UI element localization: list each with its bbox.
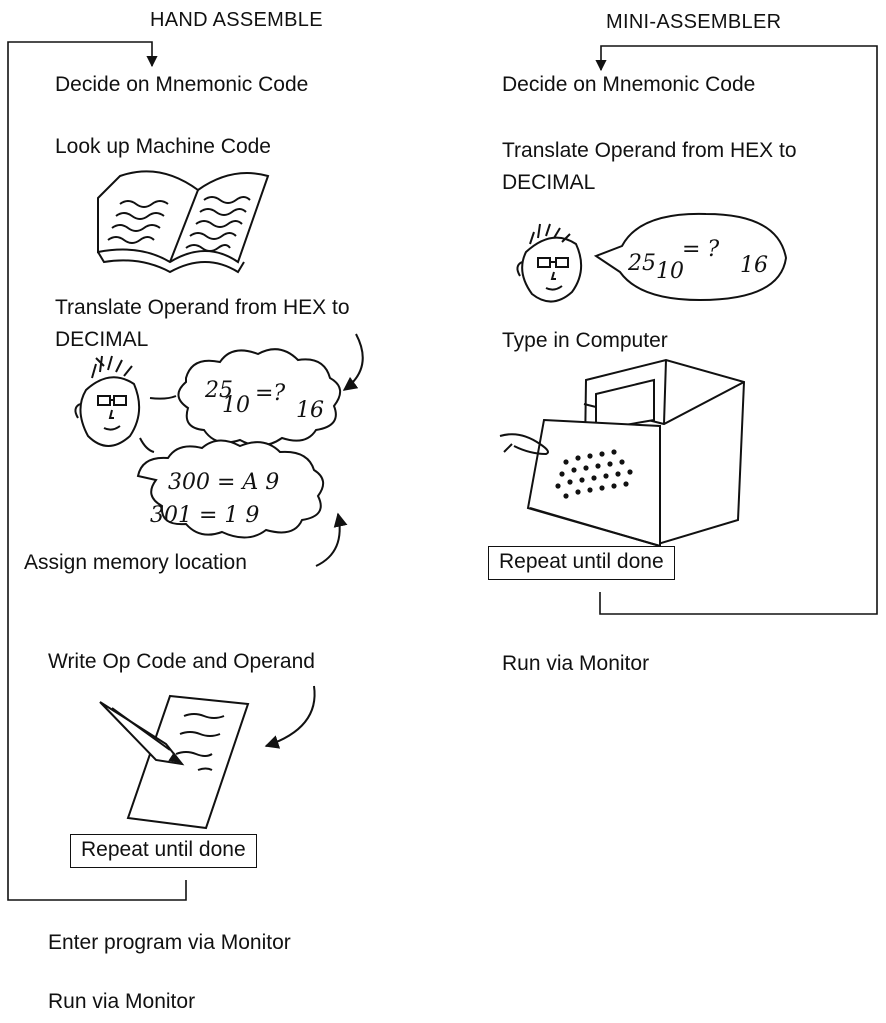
thought-cloud-icon: 25 10 =? 16 — [149, 348, 341, 447]
hand-step-write: Write Op Code and Operand — [48, 650, 315, 673]
curved-arrow-icon — [264, 685, 316, 749]
mini-after-run: Run via Monitor — [502, 652, 650, 675]
hand-step-assign: Assign memory location — [24, 551, 247, 574]
cloud-equation-sub-left: 10 — [222, 393, 250, 418]
cloud-equation-base: 25 — [204, 378, 233, 403]
computer-terminal-icon — [526, 358, 746, 548]
memory-cloud-icon: 300 = A 9 301 = 1 9 — [136, 437, 325, 539]
curved-arrow-icon — [342, 333, 364, 391]
hand-assemble-header: HAND ASSEMBLE — [150, 9, 323, 31]
mini-repeat-box: Repeat until done — [488, 546, 675, 580]
thought-cloud-icon: 25 10 = ? 16 — [593, 212, 788, 302]
mini-step-decide: Decide on Mnemonic Code — [502, 73, 756, 96]
curved-arrow-icon — [315, 512, 348, 567]
hand-after-run: Run via Monitor — [48, 990, 196, 1013]
person-icon — [516, 223, 583, 303]
mini-step-type: Type in Computer — [502, 329, 668, 352]
cloud-equation-sub-right: 16 — [296, 398, 324, 423]
hand-repeat-box: Repeat until done — [70, 834, 257, 868]
cloud-equation-sign: =? — [255, 381, 285, 406]
hand-icon — [499, 433, 549, 456]
bubble-equation-sign: = ? — [682, 237, 719, 262]
hand-after-enter: Enter program via Monitor — [48, 931, 291, 954]
mini-step-translate: Translate Operand from HEX to DECIMAL — [502, 139, 797, 194]
hand-assemble-loop-line — [7, 41, 187, 901]
memory-line-2: 301 = 1 9 — [150, 503, 259, 528]
book-icon — [97, 170, 270, 274]
bubble-equation-sub-right: 16 — [740, 253, 768, 278]
pen-paper-icon — [99, 694, 250, 830]
bubble-equation-base: 25 — [627, 251, 656, 276]
mini-assembler-header: MINI-ASSEMBLER — [606, 11, 782, 33]
hand-step-lookup: Look up Machine Code — [55, 135, 271, 158]
person-icon — [74, 355, 141, 447]
memory-line-1: 300 = A 9 — [168, 470, 279, 495]
bubble-equation-sub-left: 10 — [656, 259, 684, 284]
hand-step-translate: Translate Operand from HEX to DECIMAL — [55, 296, 350, 351]
mini-assembler-loop-line — [595, 45, 878, 615]
hand-step-decide: Decide on Mnemonic Code — [55, 73, 309, 96]
